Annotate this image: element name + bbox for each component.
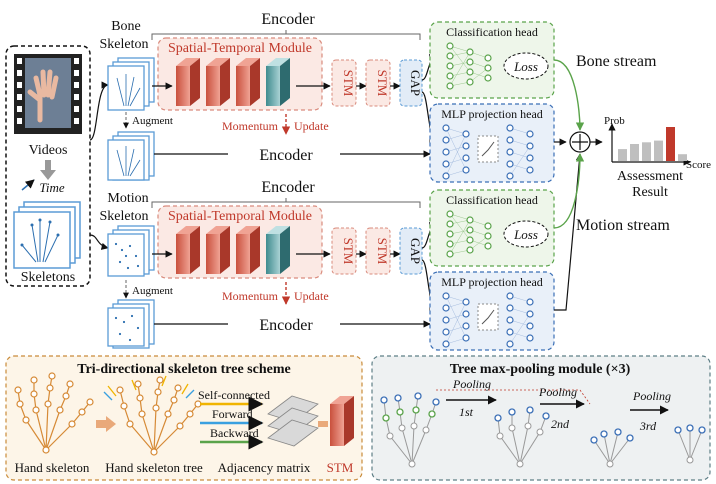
- pooling-3-label: Pooling: [632, 389, 671, 403]
- videos-label: Videos: [29, 143, 68, 158]
- motion-loss: Loss: [513, 227, 538, 242]
- bone-momentum: Momentum: [222, 119, 279, 133]
- step-3-label: 3rd: [639, 419, 657, 433]
- stm-block-icon: [330, 396, 354, 446]
- bone-stm-module-label: Spatial-Temporal Module: [168, 41, 312, 56]
- input-panel: Videos Time Skeletons: [5, 45, 91, 287]
- pooling-tree-3: [590, 428, 634, 468]
- motion-stream-label: Motion stream: [576, 217, 670, 234]
- step-2-label: 2nd: [551, 417, 570, 431]
- bone-skeleton-label-1: Bone: [111, 19, 141, 34]
- result-bar: [642, 142, 651, 161]
- assessment-label-1: Assessment: [617, 169, 683, 184]
- hand-skeleton-tree-graph: [116, 376, 202, 456]
- motion-classification-head-label: Classification head: [446, 193, 538, 207]
- motion-augment: Augment: [132, 285, 173, 297]
- motion-stream: Motion Skeleton Encoder Spatial-Temporal…: [100, 153, 670, 351]
- adjacency-matrix-icon: [267, 395, 319, 447]
- motion-skeleton-label-1: Motion: [107, 191, 148, 206]
- bone-augment: Augment: [132, 115, 173, 127]
- bone-stm-1: STM: [341, 70, 356, 97]
- pooling-tree-2: [494, 406, 550, 468]
- hand-skeleton-graph: [14, 372, 94, 454]
- bone-loss: Loss: [513, 59, 538, 74]
- score-axis-label: Score: [686, 159, 711, 171]
- bone-mlp-head-label: MLP projection head: [441, 107, 543, 121]
- bone-stream-label: Bone stream: [576, 53, 657, 70]
- skeletons-label: Skeletons: [21, 270, 75, 285]
- motion-momentum: Momentum: [222, 289, 279, 303]
- motion-skeleton-label-2: Skeleton: [100, 209, 149, 224]
- bone-stream: Bone Skeleton Encoder Spatial-Temporal M…: [100, 11, 657, 183]
- bone-update: Update: [294, 119, 329, 133]
- motion-skeleton-input: [107, 233, 145, 277]
- backward-label: Backward: [210, 426, 259, 440]
- result-bar: [666, 127, 675, 161]
- assessment-label-2: Result: [632, 185, 668, 200]
- fusion: [569, 131, 603, 153]
- result-bar: [630, 144, 639, 161]
- result-bars: [618, 127, 687, 161]
- bone-gap: GAP: [408, 70, 423, 96]
- adjacency-matrix-label: Adjacency matrix: [218, 460, 311, 475]
- time-label: Time: [39, 180, 65, 195]
- assessment-result: Prob Score Assessment Result: [604, 115, 711, 200]
- hand-skeleton-tree-label: Hand skeleton tree: [105, 460, 203, 475]
- bone-classification-head-label: Classification head: [446, 25, 538, 39]
- bone-stm-blocks: [176, 58, 290, 106]
- bone-skeleton-label-2: Skeleton: [100, 37, 149, 52]
- tree-scheme-panel: Tri-directional skeleton tree scheme Han…: [5, 355, 363, 481]
- result-bar: [678, 154, 687, 161]
- bone-encoder-2-label: Encoder: [259, 147, 313, 164]
- result-bar: [618, 149, 627, 161]
- prob-axis-label: Prob: [604, 115, 625, 127]
- motion-stm-blocks: [176, 226, 290, 274]
- skeleton-thumbnail: [13, 211, 71, 269]
- pooling-tree-4: [674, 424, 706, 464]
- pooling-panel: Tree max-pooling module (×3) Pooling 1st…: [371, 355, 711, 481]
- motion-augmented-skeleton: [107, 307, 145, 347]
- self-connected-label: Self-connected: [198, 388, 270, 402]
- motion-stm-1: STM: [341, 238, 356, 265]
- stm-label: STM: [327, 460, 354, 475]
- forward-label: Forward: [212, 407, 253, 421]
- bone-encoder-label: Encoder: [261, 11, 315, 28]
- pooling-1-label: Pooling: [452, 377, 491, 391]
- motion-update: Update: [294, 289, 329, 303]
- pooling-tree-1: [380, 392, 440, 468]
- motion-stm-module-label: Spatial-Temporal Module: [168, 209, 312, 224]
- hand-skeleton-label: Hand skeleton: [15, 460, 90, 475]
- result-bar: [654, 140, 663, 161]
- motion-stm-2: STM: [375, 238, 390, 265]
- motion-gap: GAP: [408, 238, 423, 264]
- step-1-label: 1st: [459, 405, 474, 419]
- motion-encoder-2-label: Encoder: [259, 317, 313, 334]
- motion-mlp-head-label: MLP projection head: [441, 275, 543, 289]
- pooling-2-label: Pooling: [538, 385, 577, 399]
- motion-encoder-label: Encoder: [261, 179, 315, 196]
- tree-scheme-title: Tri-directional skeleton tree scheme: [77, 362, 290, 377]
- pooling-title: Tree max-pooling module (×3): [450, 362, 631, 377]
- bone-stm-2: STM: [375, 70, 390, 97]
